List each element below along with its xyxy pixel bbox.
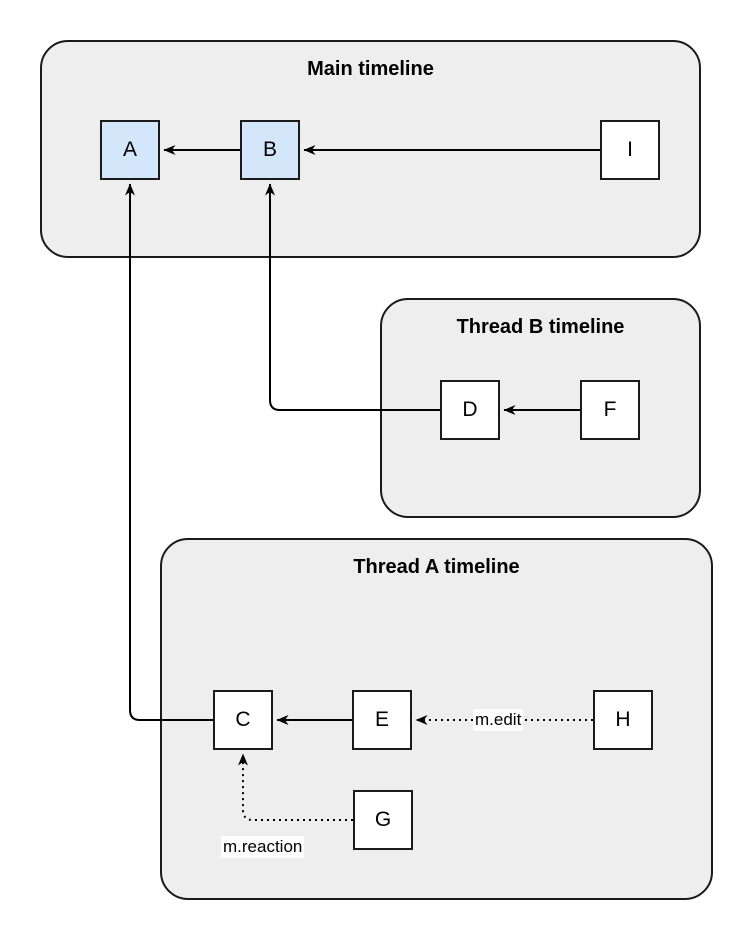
event-node-c: C xyxy=(213,690,273,750)
edge-g-to-c-m-reaction xyxy=(238,753,353,821)
event-node-a: A xyxy=(100,120,160,180)
thread-a-timeline-title: Thread A timeline xyxy=(353,556,520,578)
event-node-g: G xyxy=(353,790,413,850)
event-node-f: F xyxy=(580,380,640,440)
edge-c-to-a xyxy=(125,183,213,721)
event-node-e: E xyxy=(352,690,412,750)
thread-b-timeline-title: Thread B timeline xyxy=(456,316,625,338)
edge-d-to-b xyxy=(265,183,440,411)
event-node-b: B xyxy=(240,120,300,180)
main-timeline-title: Main timeline xyxy=(307,58,434,80)
thread-b-timeline-container: Thread B timeline xyxy=(380,298,701,518)
event-node-d: D xyxy=(440,380,500,440)
event-node-h: H xyxy=(593,690,653,750)
edge-label-m-edit: m.edit xyxy=(473,709,524,732)
event-node-i: I xyxy=(600,120,660,180)
edge-label-m-reaction: m.reaction xyxy=(221,836,305,859)
